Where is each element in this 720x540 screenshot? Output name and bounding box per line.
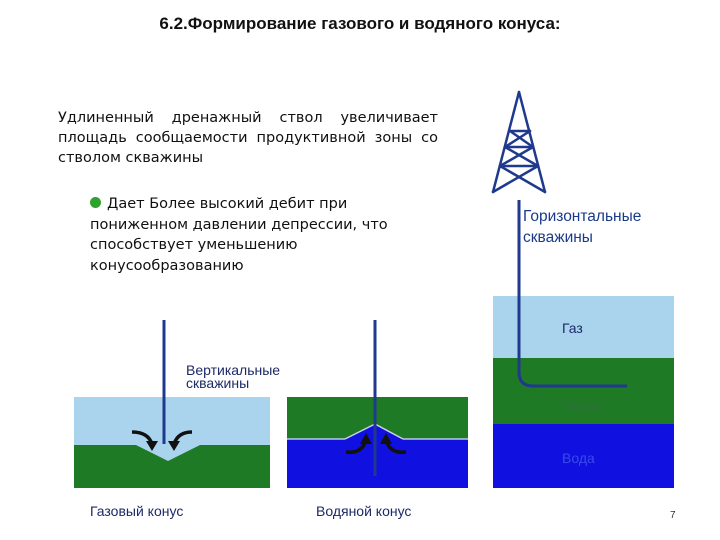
gas-cone-caption: Газовый конус (90, 503, 184, 519)
water-cone-edge-left (344, 423, 376, 440)
vertical-wells-line1: Вертикальные (186, 362, 281, 378)
intro-paragraph: Удлиненный дренажный ствол увеличивает п… (58, 110, 438, 166)
page-title: 6.2.Формирование газового и водяного кон… (159, 14, 561, 33)
flow-arrow-head-mid-a (360, 433, 372, 444)
water-layer-middle (287, 439, 468, 488)
water-cone-edge-right (374, 423, 404, 440)
gas-label: Газ (562, 320, 583, 336)
gas-layer-right (493, 296, 674, 358)
oil-layer-right (493, 358, 674, 424)
derrick-icon (491, 90, 547, 194)
bullet-text: Дает Более высокий дебит при пониженном … (90, 196, 388, 274)
page-number: 7 (670, 510, 676, 521)
water-layer-right (493, 424, 674, 488)
horizontal-well-pipe (517, 200, 627, 388)
bullet-dot-icon (90, 197, 101, 208)
vertical-wells-label: Вертикальные скважины (186, 362, 281, 391)
bullet-item: Дает Более высокий дебит при пониженном … (90, 194, 410, 276)
water-cone-caption: Водяной конус (316, 503, 412, 519)
flow-arrow-head-mid-b (380, 433, 392, 444)
oil-label: Нефть (562, 398, 605, 414)
gas-layer-left (74, 397, 270, 445)
water-label: Вода (562, 450, 595, 466)
flow-arrow-head-left-b (168, 441, 180, 451)
vertical-wells-line2: скважины (186, 375, 250, 391)
flow-arrow-head-left-a (146, 441, 158, 451)
horizontal-wells-label: Горизонтальные скважины (523, 208, 642, 246)
